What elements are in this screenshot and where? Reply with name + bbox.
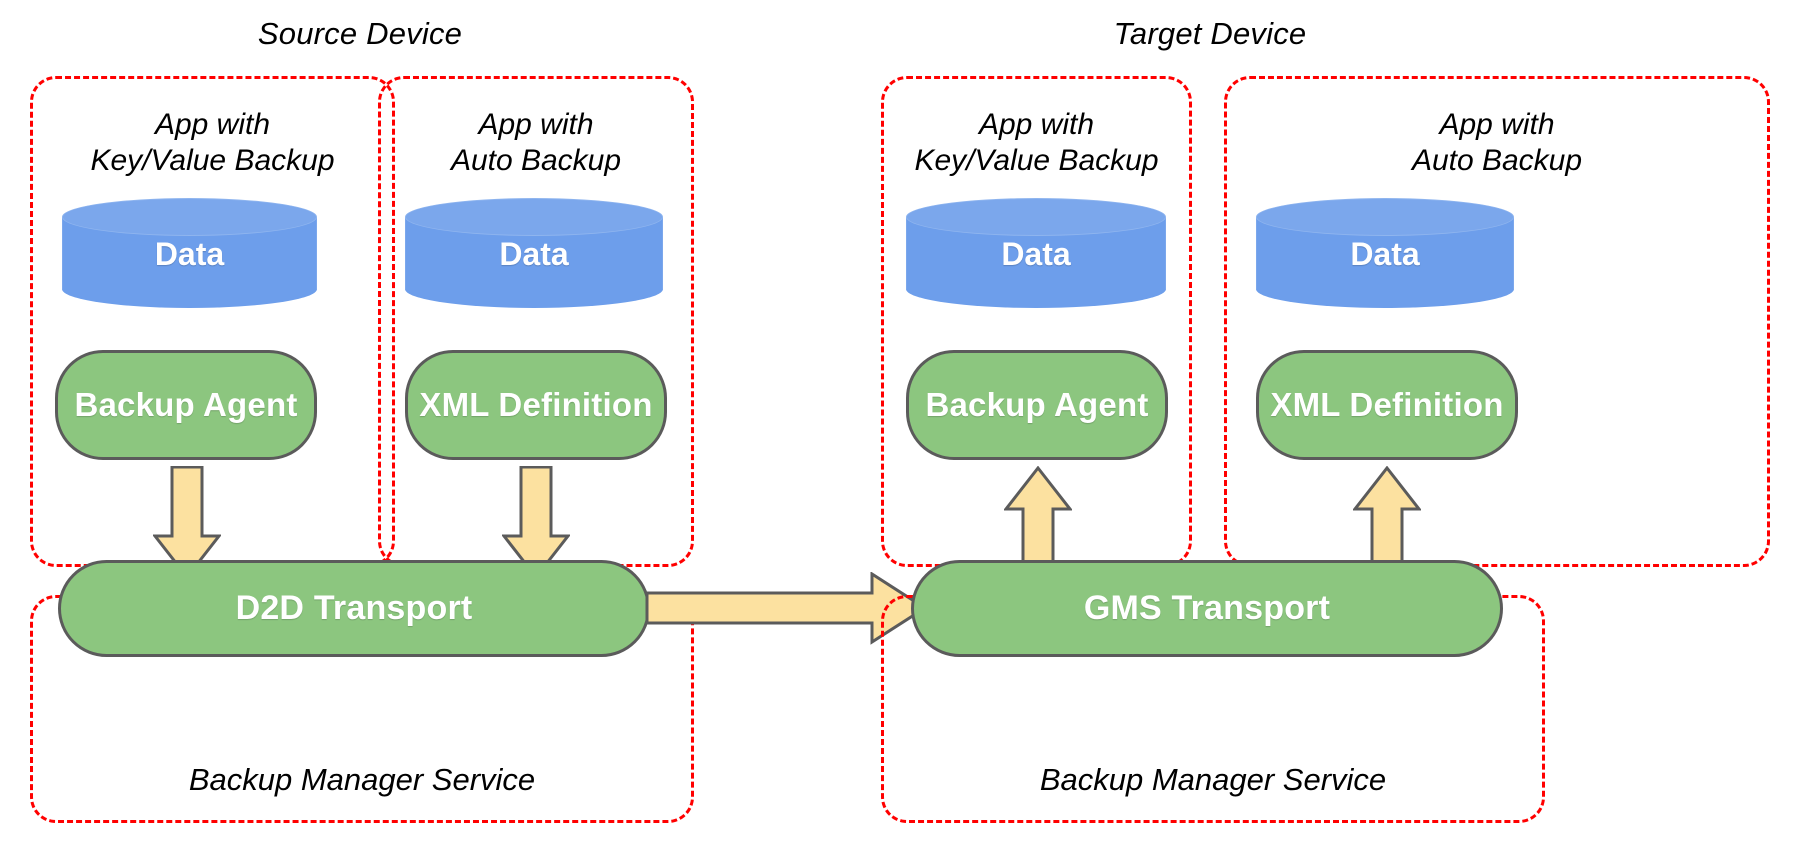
component-d2d-transport[interactable]: D2D Transport — [58, 560, 650, 657]
data-cylinder-target-keyvalue: Data — [906, 198, 1166, 308]
app-panel-label: App with Key/Value Backup — [90, 108, 335, 177]
device-title-source: Source Device — [257, 16, 463, 51]
component-backup-agent-target[interactable]: Backup Agent — [906, 350, 1168, 460]
data-cylinder-label: Data — [499, 235, 569, 272]
service-panel-label: Backup Manager Service — [188, 762, 536, 797]
cylinder-top-ellipse — [62, 198, 317, 236]
device-title-target: Target Device — [1113, 16, 1307, 51]
arrow-transfer-d2d-to-gms — [645, 572, 927, 645]
app-panel-label: App with Key/Value Backup — [914, 108, 1159, 177]
app-panel-target-autobackup[interactable]: App with Auto Backup — [1224, 76, 1770, 567]
data-cylinder-target-autobackup: Data — [1256, 198, 1514, 308]
component-backup-agent-source[interactable]: Backup Agent — [55, 350, 317, 460]
cylinder-top-ellipse — [1256, 198, 1514, 236]
data-cylinder-label: Data — [154, 235, 225, 272]
service-panel-target[interactable]: Backup Manager Service — [881, 595, 1545, 823]
data-cylinder-source-keyvalue: Data — [62, 198, 317, 308]
service-panel-source[interactable]: Backup Manager Service — [30, 595, 694, 823]
service-panel-label: Backup Manager Service — [1039, 762, 1387, 797]
component-xml-definition-target[interactable]: XML Definition — [1256, 350, 1518, 460]
cylinder-top-ellipse — [906, 198, 1166, 236]
app-panel-label: App with Auto Backup — [1411, 108, 1583, 177]
data-cylinder-label: Data — [1001, 235, 1071, 272]
data-cylinder-source-autobackup: Data — [405, 198, 663, 308]
arrow-down-source-autobackup — [502, 466, 570, 579]
app-panel-label: App with Auto Backup — [450, 108, 622, 177]
cylinder-top-ellipse — [405, 198, 663, 236]
component-gms-transport[interactable]: GMS Transport — [911, 560, 1503, 657]
data-cylinder-label: Data — [1350, 235, 1420, 272]
arrow-down-source-keyvalue — [153, 466, 221, 579]
component-xml-definition-source[interactable]: XML Definition — [405, 350, 667, 460]
